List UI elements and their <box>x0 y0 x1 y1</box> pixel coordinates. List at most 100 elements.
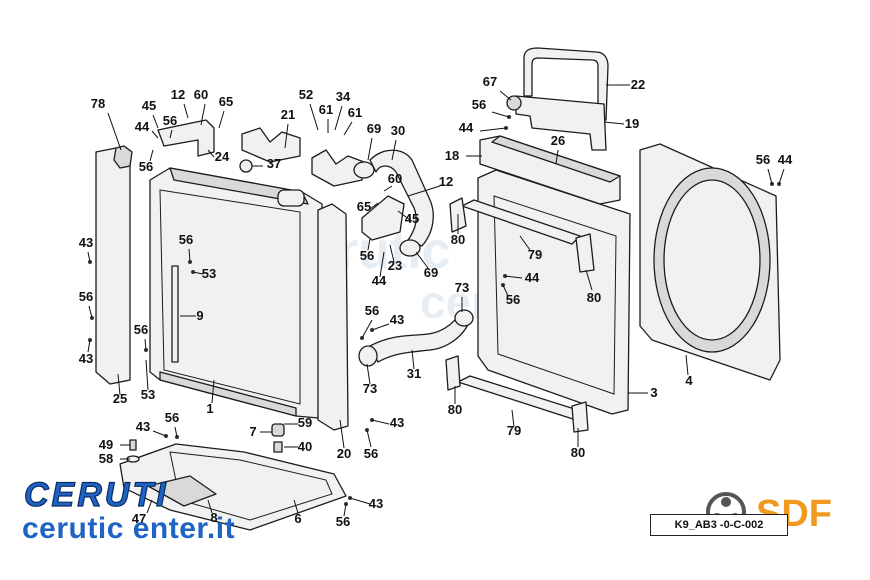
callout-leader <box>207 149 215 158</box>
callout-number: 45 <box>142 98 156 113</box>
callout-number: 56 <box>756 152 770 167</box>
callout-number: 34 <box>336 89 351 104</box>
callout-number: 56 <box>163 113 177 128</box>
callout-number: 73 <box>455 280 469 295</box>
callout-number: 80 <box>448 402 462 417</box>
callout-number: 60 <box>388 171 402 186</box>
callout-leader <box>107 112 122 151</box>
callout-number: 43 <box>390 312 404 327</box>
part-23-bracket <box>361 195 405 241</box>
callout-leader <box>389 244 395 263</box>
callout-leader <box>87 339 91 353</box>
callout-leader <box>767 168 773 185</box>
callout-number: 21 <box>281 107 295 122</box>
callout-number: 47 <box>132 511 146 526</box>
callout-leader <box>343 121 353 136</box>
callout-number: 69 <box>367 121 381 136</box>
callout-number: 24 <box>215 149 230 164</box>
callout-number: 9 <box>196 308 203 323</box>
callout-leader <box>88 305 93 319</box>
part-26-strip <box>491 135 621 183</box>
radiator-inlet <box>277 189 305 207</box>
callout-number: 56 <box>179 232 193 247</box>
callout-leader <box>379 251 385 278</box>
part-80-seal-right-top <box>575 233 595 273</box>
part-37-plug <box>239 159 253 173</box>
callout-leader <box>778 168 785 185</box>
fan-shroud-opening <box>663 179 761 341</box>
callout-leader <box>366 363 371 385</box>
callout-leader <box>207 499 213 514</box>
part-69-clamp-upper <box>353 161 375 179</box>
callout-leader <box>367 238 371 251</box>
callout-number: 69 <box>424 265 438 280</box>
callout-leader <box>146 499 153 514</box>
callout-number: 65 <box>219 94 233 109</box>
part-59-mount <box>271 423 285 437</box>
callout-number: 44 <box>135 119 150 134</box>
callout-number: 18 <box>445 148 459 163</box>
callout-number: 53 <box>202 266 216 281</box>
callout-number: 67 <box>483 74 497 89</box>
callout-leader <box>211 379 215 404</box>
part-69-clamp-lower <box>399 239 421 257</box>
callout-leader <box>183 103 189 119</box>
part-20-right-shroud <box>317 203 349 431</box>
callout-number: 56 <box>139 159 153 174</box>
callout-number: 30 <box>391 123 405 138</box>
callout-leader <box>152 430 167 437</box>
callout-leader <box>87 251 91 263</box>
callout-leader <box>397 210 411 221</box>
callout-leader <box>284 123 289 149</box>
callout-leader <box>152 114 159 129</box>
callout-leader <box>349 497 371 505</box>
callout-number: 8 <box>210 510 217 525</box>
part-79-seal-top <box>461 199 581 245</box>
part-73-clamp-lower <box>358 345 378 367</box>
callout-leader <box>585 269 593 291</box>
callout-number: 79 <box>507 423 521 438</box>
part-73-clamp-upper <box>454 309 474 327</box>
callout-number: 73 <box>363 381 377 396</box>
callout-leader <box>117 373 121 396</box>
callout-leader <box>145 359 149 391</box>
callout-number: 78 <box>91 96 105 111</box>
part-80-seal-left-bottom <box>445 355 461 391</box>
callout-number: 44 <box>778 152 793 167</box>
callout-number: 80 <box>571 445 585 460</box>
part-19-plate <box>515 95 607 151</box>
callout-number: 80 <box>451 232 465 247</box>
part-8-plate <box>147 475 217 507</box>
callout-leader <box>151 130 159 139</box>
callout-leader <box>371 323 390 331</box>
callout-number: 61 <box>348 105 362 120</box>
callout-number: 56 <box>506 292 520 307</box>
callout-number: 43 <box>136 419 150 434</box>
callout-leader <box>415 251 429 269</box>
callout-number: 56 <box>472 97 486 112</box>
callout-number: 44 <box>372 273 387 288</box>
callout-number: 6 <box>294 511 301 526</box>
callout-leader <box>603 121 625 125</box>
part-21-bracket-left <box>241 127 301 163</box>
callout-number: 25 <box>113 391 127 406</box>
callout-number: 60 <box>194 87 208 102</box>
callout-number: 52 <box>299 87 313 102</box>
callout-leader <box>366 429 372 448</box>
callout-leader <box>200 103 206 126</box>
callout-leader <box>343 503 347 517</box>
callout-number: 23 <box>388 258 402 273</box>
radiator-top-tank <box>169 167 309 205</box>
callout-leader <box>479 127 507 132</box>
callout-leader <box>391 139 397 161</box>
part-6-bottom-guard <box>119 443 347 531</box>
callout-number: 12 <box>439 174 453 189</box>
callout-leader <box>685 354 689 376</box>
callout-number: 56 <box>336 514 350 529</box>
callout-number: 56 <box>364 446 378 461</box>
callout-number: 56 <box>165 410 179 425</box>
part-9-rod <box>171 265 179 363</box>
callout-leader <box>334 105 343 131</box>
callout-number: 26 <box>551 133 565 148</box>
callout-leader <box>371 419 390 425</box>
